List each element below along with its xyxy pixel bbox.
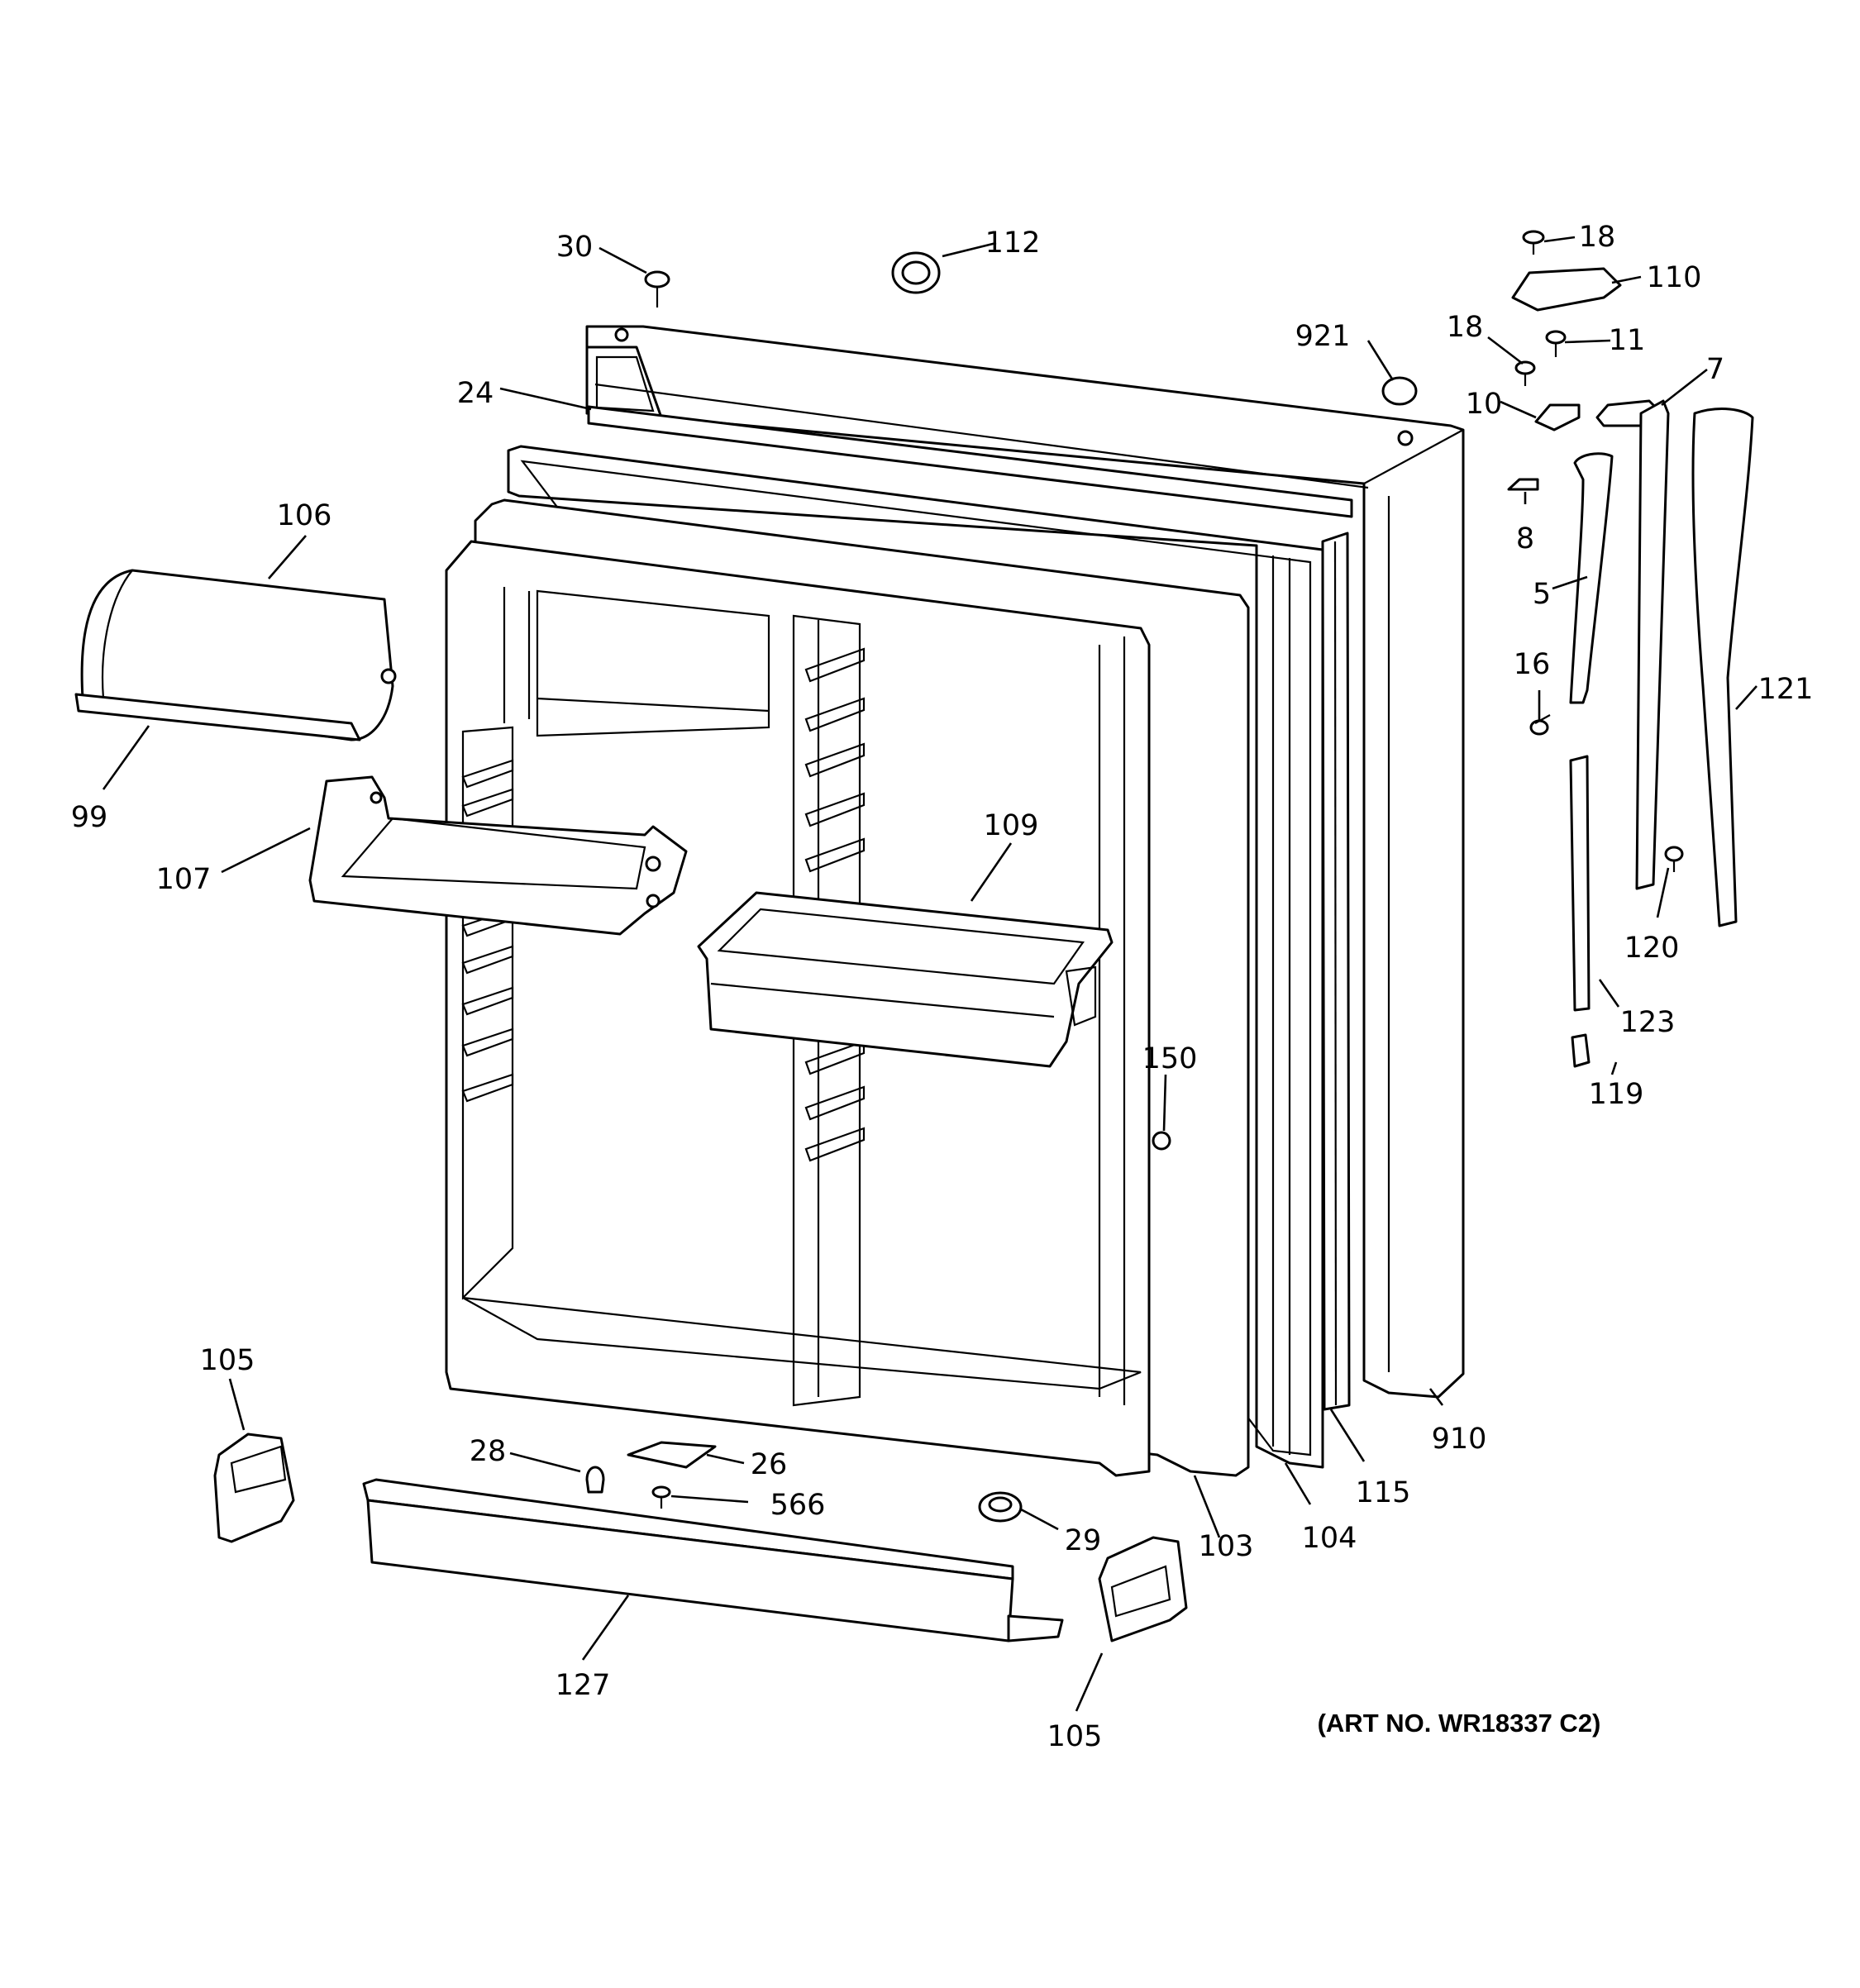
screw-566 — [651, 1485, 671, 1509]
cap-921 — [1381, 376, 1418, 406]
plate-26 — [627, 1441, 717, 1469]
callout-150: 150 — [1142, 1042, 1198, 1075]
door-stop-105-right — [1098, 1536, 1188, 1642]
kick-plate-127 — [362, 1478, 1064, 1642]
pin-28 — [585, 1466, 605, 1494]
hinge-parts — [1507, 230, 1754, 1068]
breaker-strip-115 — [1321, 532, 1351, 1411]
callout-566: 566 — [770, 1489, 826, 1522]
callout-107: 107 — [156, 863, 212, 896]
callout-104: 104 — [1302, 1522, 1357, 1555]
callout-120: 120 — [1624, 932, 1680, 965]
callout-24: 24 — [457, 377, 494, 410]
callout-10: 10 — [1466, 388, 1503, 421]
outer-door-panel-910 — [585, 325, 1465, 1399]
callout-910: 910 — [1432, 1423, 1487, 1456]
callout-921: 921 — [1295, 320, 1351, 353]
callout-123: 123 — [1620, 1006, 1676, 1039]
callout-105: 105 — [200, 1344, 255, 1377]
callout-8: 8 — [1516, 522, 1534, 555]
leader-lines — [102, 236, 1757, 1712]
callout-26: 26 — [751, 1448, 788, 1481]
callout-112: 112 — [985, 226, 1041, 260]
plug-112 — [891, 251, 941, 294]
callout-30: 30 — [556, 231, 594, 264]
callout-121: 121 — [1758, 673, 1814, 706]
callout-18: 18 — [1447, 311, 1484, 344]
callout-7: 7 — [1706, 353, 1724, 386]
callout-16: 16 — [1514, 648, 1551, 681]
callout-115: 115 — [1356, 1476, 1411, 1509]
callout-127: 127 — [556, 1669, 611, 1702]
top-strip-24 — [587, 405, 1353, 518]
art-number: (ART NO. WR18337 C2) — [1318, 1709, 1601, 1738]
screw-30 — [644, 270, 670, 307]
callout-28: 28 — [470, 1435, 507, 1468]
callout-119: 119 — [1589, 1078, 1644, 1111]
callout-29: 29 — [1065, 1524, 1102, 1557]
callout-5: 5 — [1533, 578, 1551, 611]
dairy-compartment-106 — [80, 569, 397, 741]
callout-103: 103 — [1199, 1530, 1254, 1563]
screw-150 — [1152, 1131, 1171, 1151]
callout-18: 18 — [1579, 221, 1616, 254]
callout-11: 11 — [1609, 324, 1646, 357]
grommet-29 — [978, 1491, 1023, 1523]
callout-109: 109 — [984, 809, 1039, 842]
dairy-door-99 — [74, 693, 361, 741]
door-stop-105-left — [213, 1433, 295, 1543]
callout-106: 106 — [277, 499, 332, 532]
callout-105: 105 — [1047, 1720, 1103, 1753]
door-shelf-107 — [308, 775, 688, 936]
callout-labels: 30 112 18 110 921 18 11 7 24 10 106 8 5 … — [71, 221, 1814, 1753]
callout-110: 110 — [1647, 261, 1702, 294]
callout-99: 99 — [71, 801, 108, 834]
door-bin-109 — [697, 891, 1114, 1068]
